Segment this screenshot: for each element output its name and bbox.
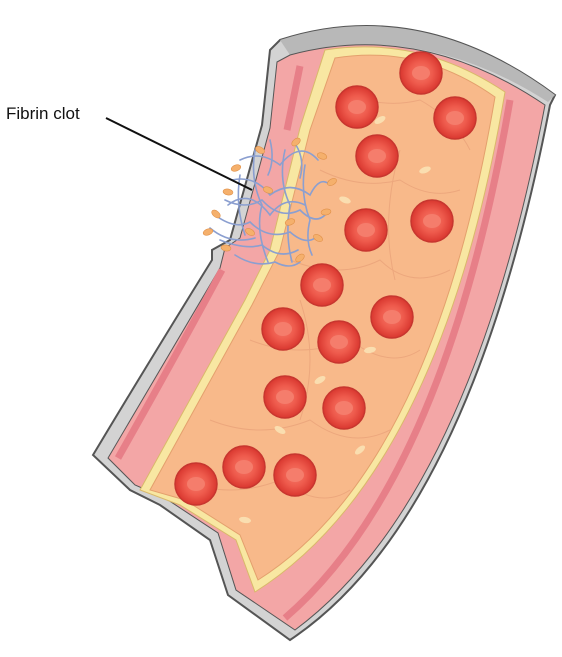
fibrin-clot-leader-line (106, 118, 252, 190)
red-blood-cell-icon (411, 200, 453, 242)
red-blood-cell-icon (223, 446, 265, 488)
red-blood-cell-icon (400, 52, 442, 94)
red-blood-cell-icon (323, 387, 365, 429)
red-blood-cell-icon (301, 264, 343, 306)
red-blood-cell-icon (336, 86, 378, 128)
red-blood-cell-icon (264, 376, 306, 418)
red-blood-cell-icon (318, 321, 360, 363)
red-blood-cell-icon (371, 296, 413, 338)
red-blood-cell-icon (274, 454, 316, 496)
red-blood-cell-icon (356, 135, 398, 177)
red-blood-cell-icon (434, 97, 476, 139)
red-blood-cell-icon (175, 463, 217, 505)
fibrin-clot-label: Fibrin clot (6, 104, 80, 124)
red-blood-cell-icon (345, 209, 387, 251)
red-blood-cell-icon (262, 308, 304, 350)
